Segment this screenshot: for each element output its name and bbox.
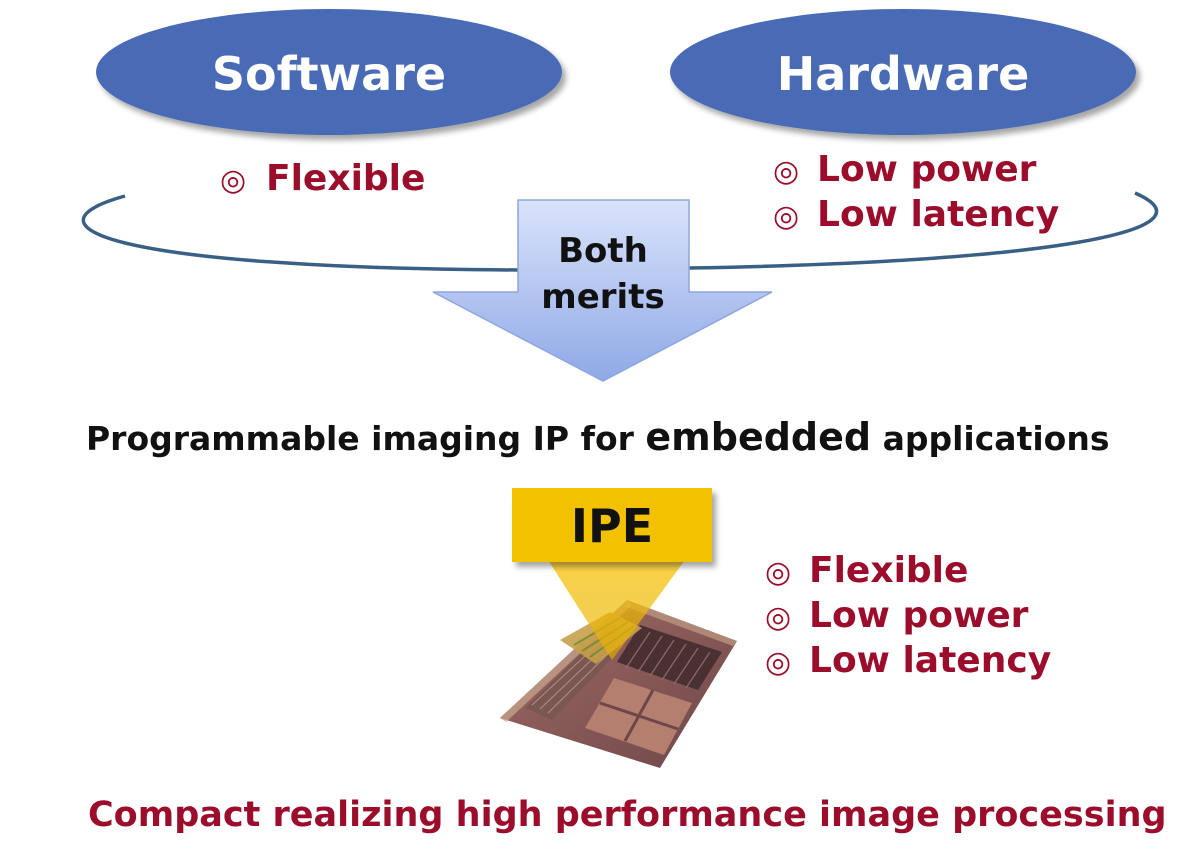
hardware-merit-mark: ◎ <box>773 199 799 234</box>
ipe-merit-mark: ◎ <box>765 600 791 635</box>
hardware-node: Hardware <box>670 9 1136 135</box>
merit-ring <box>81 194 521 272</box>
software-merit-mark: ◎ <box>220 163 246 198</box>
ipe-label: IPE <box>571 499 653 553</box>
ipe-merit: Low power <box>809 595 1029 636</box>
merit-ring-right <box>687 191 1159 270</box>
tagline-emphasis: embedded <box>645 415 871 459</box>
hardware-merit: Low power <box>817 149 1037 190</box>
tagline: Programmable imaging IP for embedded app… <box>86 415 1109 459</box>
arrow-label-line1: Both <box>558 231 648 271</box>
ipe-merit: Low latency <box>809 640 1051 681</box>
software-merit: Flexible <box>266 158 425 199</box>
software-label: Software <box>212 47 446 101</box>
arrow-label-line2: merits <box>541 277 664 317</box>
ipe-highlight-beam <box>548 560 685 660</box>
software-node: Software <box>96 9 562 135</box>
footer-statement: Compact realizing high performance image… <box>88 795 1167 835</box>
tagline-part1: Programmable imaging IP for <box>86 419 645 458</box>
hardware-merit-mark: ◎ <box>773 154 799 189</box>
hardware-merit: Low latency <box>817 194 1059 235</box>
tagline-part2: applications <box>871 419 1109 458</box>
hardware-label: Hardware <box>777 47 1030 101</box>
ipe-merit-mark: ◎ <box>765 555 791 590</box>
ipe-merit-mark: ◎ <box>765 645 791 680</box>
ipe-label-box: IPE <box>512 488 712 562</box>
combine-arrow: Both merits <box>432 199 773 382</box>
ipe-merit: Flexible <box>809 550 968 591</box>
